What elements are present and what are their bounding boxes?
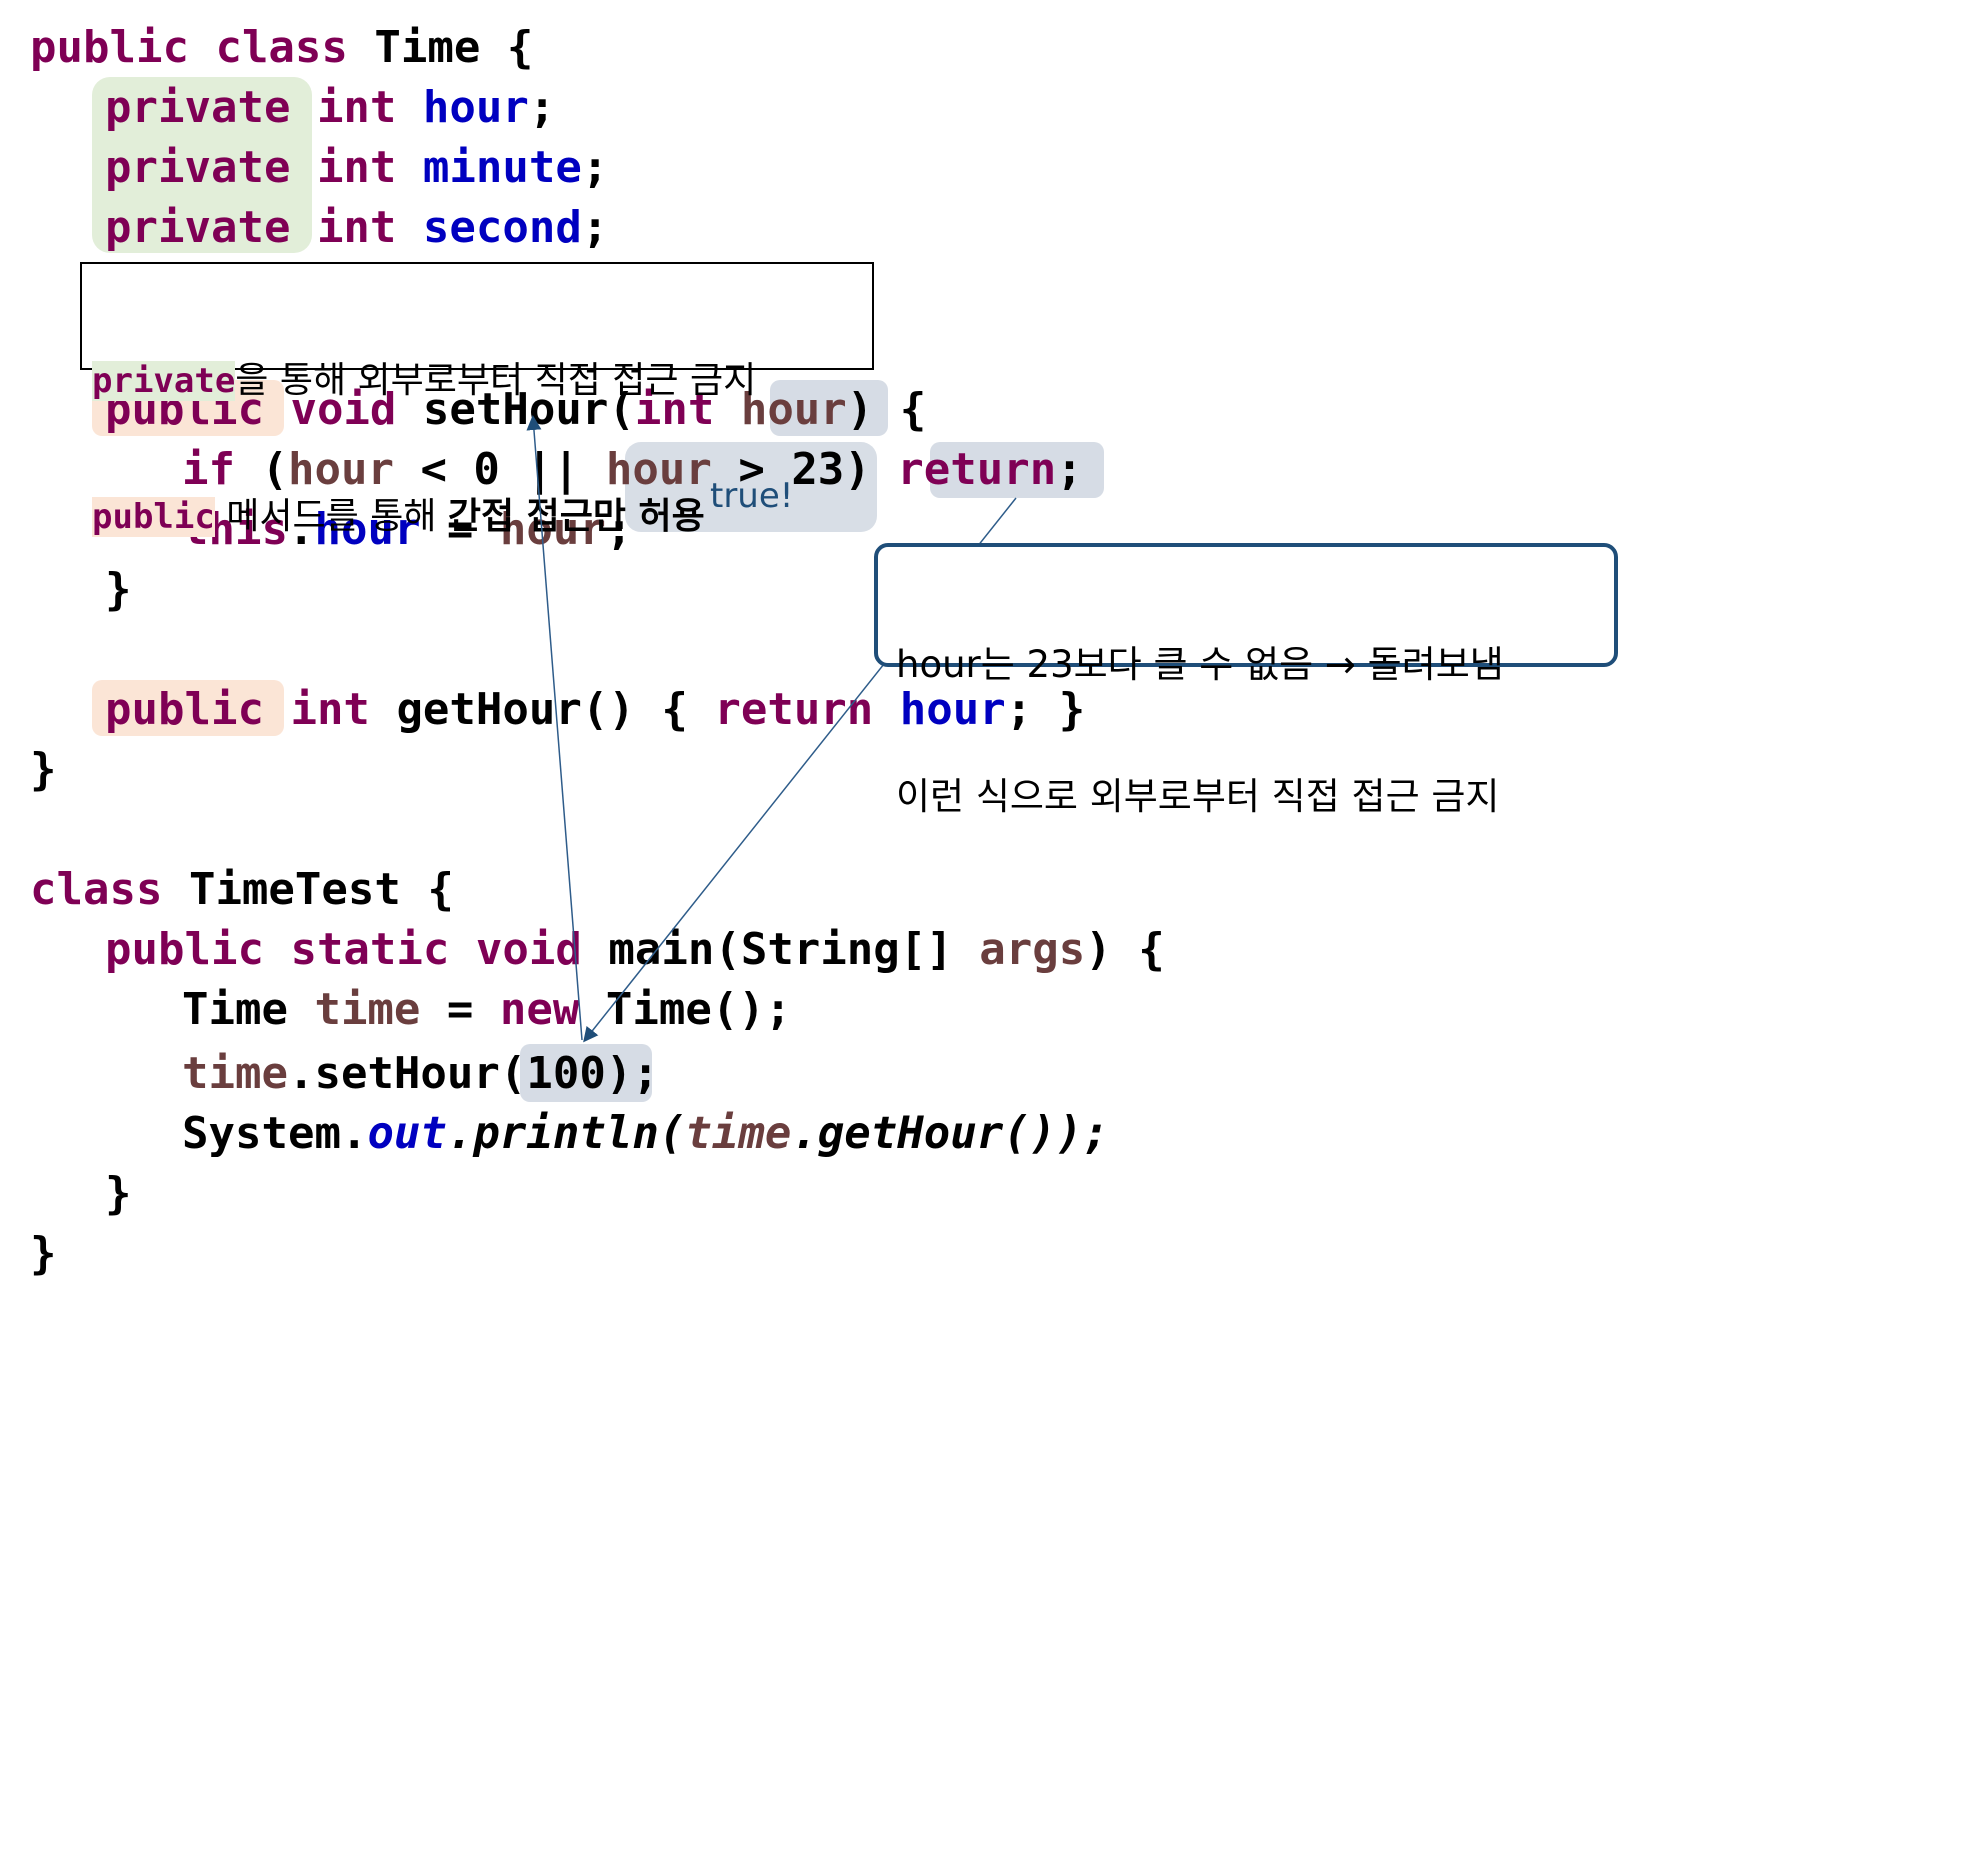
param-name: args — [979, 924, 1086, 975]
keyword: if — [182, 444, 235, 495]
param-hour-highlight — [770, 380, 888, 436]
method-name: main(String[] — [608, 924, 980, 975]
callout-line-2: 이런 식으로 외부로부터 직접 접근 금지 — [896, 775, 1500, 818]
main-signature-line: public static void main(String[] args) { — [105, 920, 1165, 980]
brace: { — [506, 22, 534, 73]
close-brace: } — [105, 564, 132, 615]
type: void — [290, 384, 397, 435]
param-name: hour — [740, 384, 847, 435]
modifier: public — [105, 924, 264, 975]
type: int — [316, 82, 397, 133]
keyword: return — [897, 444, 1057, 495]
close-brace: } — [105, 1168, 132, 1219]
semicolon: ; — [632, 1048, 659, 1099]
code-listing: public class Time { private int hour; pr… — [0, 0, 1165, 1860]
param-ref: hour — [605, 444, 712, 495]
note-line-1: private을 통해 외부로부터 직접 접근 금지 — [92, 358, 862, 404]
semicolon: ; — [581, 142, 609, 193]
close-brace: } — [30, 744, 57, 795]
modifier: private — [105, 142, 291, 193]
param-type: int — [634, 384, 715, 435]
code-text: .getHour()); — [791, 1108, 1110, 1159]
if-line: if (hour < 0 || hour > 23) return; — [182, 440, 1083, 500]
modifier: private — [105, 82, 291, 133]
operator: = — [420, 984, 500, 1035]
keyword: return — [714, 684, 874, 735]
field-ref: hour — [314, 504, 421, 555]
variable: time — [314, 984, 421, 1035]
keyword: new — [499, 984, 580, 1035]
field-name: hour — [422, 82, 529, 133]
field-minute-line: private int minute; — [105, 138, 608, 198]
keyword: class — [215, 22, 348, 73]
access-note-box: private을 통해 외부로부터 직접 접근 금지 public 메서드를 통… — [80, 262, 874, 537]
static-field: out — [367, 1108, 447, 1159]
new-time-line: Time time = new Time(); — [182, 980, 791, 1040]
method-call: .println( — [446, 1108, 686, 1159]
note-text: 메서드를 통해 — [214, 496, 448, 537]
modifier: public — [105, 684, 264, 735]
semicolon: ; — [528, 82, 556, 133]
code-text: Time(); — [579, 984, 792, 1035]
public-highlight-gethour — [92, 680, 284, 736]
class-timetest-line: class TimeTest { — [30, 860, 454, 920]
field-name: minute — [422, 142, 582, 193]
argument: (100) — [499, 1048, 633, 1099]
method-call: .setHour — [287, 1048, 500, 1099]
code-inline: public — [92, 497, 215, 537]
type: int — [316, 142, 397, 193]
private-highlight — [92, 77, 312, 253]
type: void — [475, 924, 582, 975]
type: int — [316, 202, 397, 253]
field-name: second — [422, 202, 582, 253]
class-time-line: public class Time { — [30, 18, 533, 78]
callout-line-1: hour는 23보다 클 수 없음 → 돌려보냄 — [896, 643, 1504, 686]
println-line: System.out.println(time.getHour()); — [182, 1104, 1109, 1164]
code-inline: private — [92, 361, 236, 401]
type: Time — [182, 984, 315, 1035]
type: int — [290, 684, 370, 735]
sethour-call-line: time.setHour(100); — [182, 1044, 659, 1104]
variable: time — [182, 1048, 288, 1099]
operator: = — [420, 504, 500, 555]
class-name: Time — [374, 22, 481, 73]
field-hour-line: private int hour; — [105, 78, 555, 138]
paren: ( — [261, 444, 288, 495]
close-brace: } — [30, 1228, 57, 1279]
class-ref: System. — [182, 1108, 368, 1159]
method-name: getHour() { — [396, 684, 688, 735]
note-bold-text: 간접 접근만 허용 — [447, 496, 705, 537]
modifier: static — [290, 924, 450, 975]
class-name: TimeTest — [188, 864, 401, 915]
modifier: private — [105, 202, 291, 253]
brace: { — [427, 864, 454, 915]
keyword: public — [30, 22, 189, 73]
param-ref: hour — [287, 444, 394, 495]
operator: > 23) — [711, 444, 871, 495]
semicolon: ; — [581, 202, 609, 253]
arg-100-highlight — [520, 1044, 652, 1102]
note-text: 을 통해 외부로부터 직접 접근 금지 — [235, 360, 757, 401]
explanation-callout: hour는 23보다 클 수 없음 → 돌려보냄 이런 식으로 외부로부터 직접… — [874, 543, 1618, 818]
code-text: ) { — [1085, 924, 1165, 975]
variable: time — [685, 1108, 792, 1159]
keyword: class — [30, 864, 163, 915]
code-text: ) { — [846, 384, 927, 435]
field-second-line: private int second; — [105, 198, 608, 258]
true-label: true! — [710, 476, 794, 516]
semicolon: ; — [1056, 444, 1083, 495]
return-highlight — [930, 442, 1104, 498]
dot: . — [287, 504, 315, 555]
